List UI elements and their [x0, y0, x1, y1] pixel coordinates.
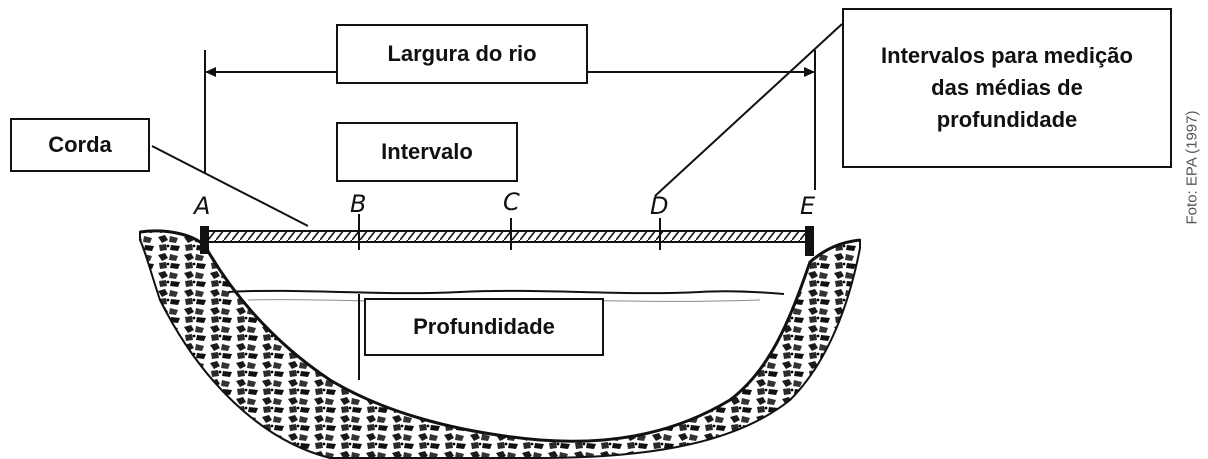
stake-e: [805, 226, 814, 256]
point-e: E: [800, 192, 816, 220]
label-largura-do-rio: Largura do rio: [336, 24, 588, 84]
point-c: C: [503, 188, 520, 216]
point-b: B: [350, 190, 366, 218]
corda-leader-line: [151, 145, 309, 227]
water-surface: [227, 289, 785, 295]
point-a: A: [192, 192, 210, 220]
intervalos-leader-line: [654, 23, 843, 197]
label-intervalos-medicao: Intervalos para medição das médias de pr…: [842, 8, 1172, 168]
photo-credit-text: Foto: EPA (1997): [1183, 110, 1201, 224]
point-d: D: [650, 192, 668, 220]
label-intervalos-line-3: profundidade: [936, 107, 1078, 132]
label-corda: Corda: [10, 118, 150, 172]
label-intervalo: Intervalo: [336, 122, 518, 182]
river-bed-rim: [139, 229, 861, 443]
rope: [204, 230, 810, 243]
width-arrow-left: [205, 67, 216, 77]
label-profundidade-text: Profundidade: [413, 314, 555, 339]
label-intervalo-text: Intervalo: [381, 139, 473, 164]
width-arrow-right: [804, 67, 815, 77]
label-corda-text: Corda: [48, 132, 112, 157]
stake-a: [200, 226, 209, 254]
label-intervalos-line-2: das médias de: [931, 75, 1083, 100]
photo-credit: Foto: EPA (1997): [1180, 92, 1204, 242]
label-profundidade: Profundidade: [364, 298, 604, 356]
label-largura-text: Largura do rio: [387, 41, 537, 66]
label-intervalos-line-1: Intervalos para medição: [881, 43, 1133, 68]
